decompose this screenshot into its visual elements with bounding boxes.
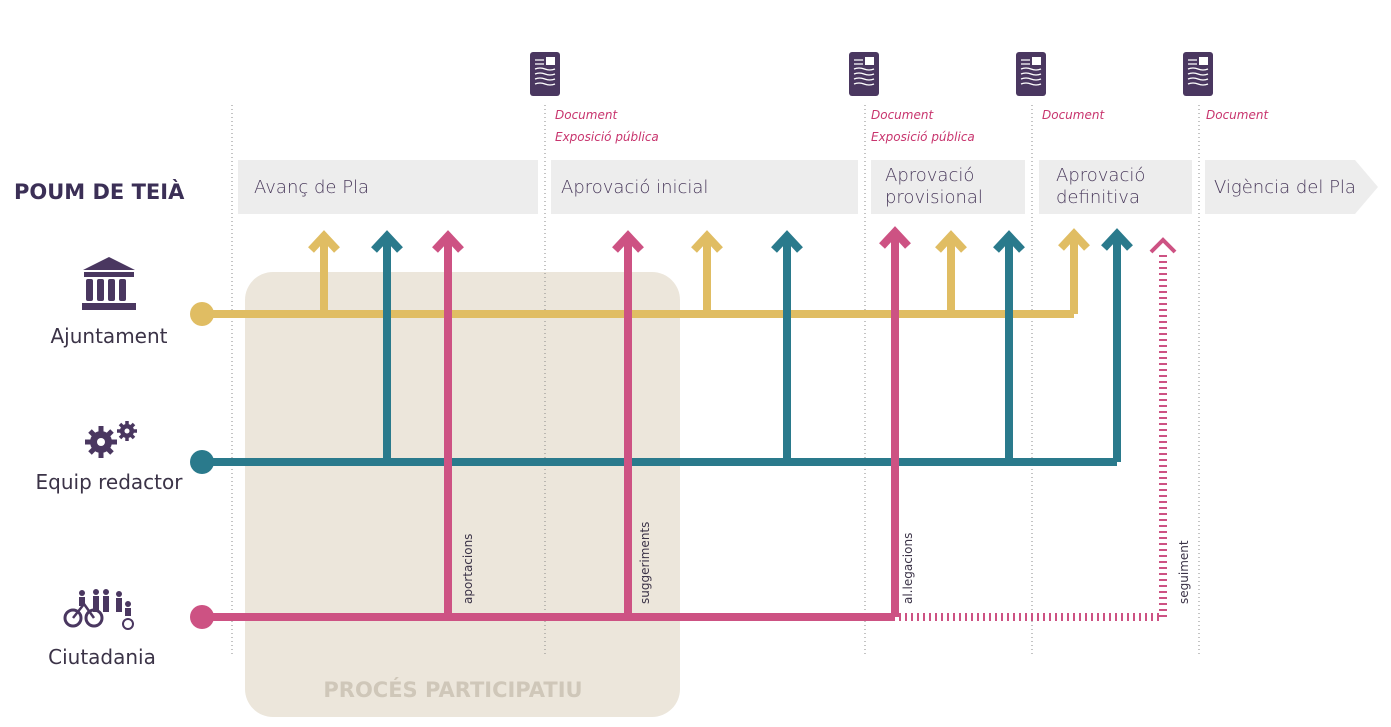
stage-label-vigencia: Vigència del Pla (1214, 177, 1356, 198)
stage-label-avanc: Avanç de Pla (254, 177, 369, 198)
stage-box-provisional (871, 160, 1025, 214)
document-label: Document (871, 108, 934, 122)
citizens-icon (63, 589, 134, 630)
actor-label-ajuntament: Ajuntament (51, 324, 168, 348)
lane-ciutadania (202, 226, 911, 621)
stage-box-definitiva (1039, 160, 1192, 214)
participatory-process-label: PROCÉS PARTICIPATIU (323, 677, 582, 702)
document-label: Document (1042, 108, 1105, 122)
page-title: POUM DE TEIÀ (14, 179, 185, 204)
document-label: Exposició pública (871, 130, 975, 144)
seguiment-path (899, 237, 1177, 621)
stage-box-inicial (551, 160, 858, 214)
lane-start-ajuntament (190, 302, 214, 326)
lane-start-equip (190, 450, 214, 474)
flow-label-allegacions: al.legacions (901, 533, 915, 604)
flow-label-seguiment: seguiment (1177, 540, 1191, 604)
actor-label-equip: Equip redactor (36, 470, 184, 494)
gears-icon (85, 421, 137, 458)
document-icon (849, 52, 879, 96)
document-label: Document (555, 108, 618, 122)
document-label: Exposició pública (555, 130, 659, 144)
flow-label-aportacions: aportacions (461, 534, 475, 604)
lane-ajuntament (202, 228, 1090, 318)
document-icon (530, 52, 560, 96)
document-icon (1183, 52, 1213, 96)
stage-label-definitiva-1: Aprovació (1056, 165, 1145, 186)
participatory-process-area (245, 272, 680, 717)
stage-box-vigencia (1205, 160, 1378, 214)
actor-label-ciutadania: Ciutadania (48, 645, 156, 669)
stage-label-provisional-2: provisional (885, 187, 983, 208)
phase-separators (231, 105, 1200, 657)
document-icon (1016, 52, 1046, 96)
flow-label-suggeriments: suggeriments (638, 522, 652, 604)
stage-label-provisional-1: Aprovació (885, 165, 974, 186)
stage-box-avanc (238, 160, 538, 214)
stage-label-definitiva-2: definitiva (1056, 187, 1140, 208)
lane-start-ciutadania (190, 605, 214, 629)
stage-label-inicial: Aprovació inicial (561, 177, 708, 198)
document-label: Document (1206, 108, 1269, 122)
town-hall-icon (82, 257, 136, 310)
lane-equip (202, 228, 1133, 466)
